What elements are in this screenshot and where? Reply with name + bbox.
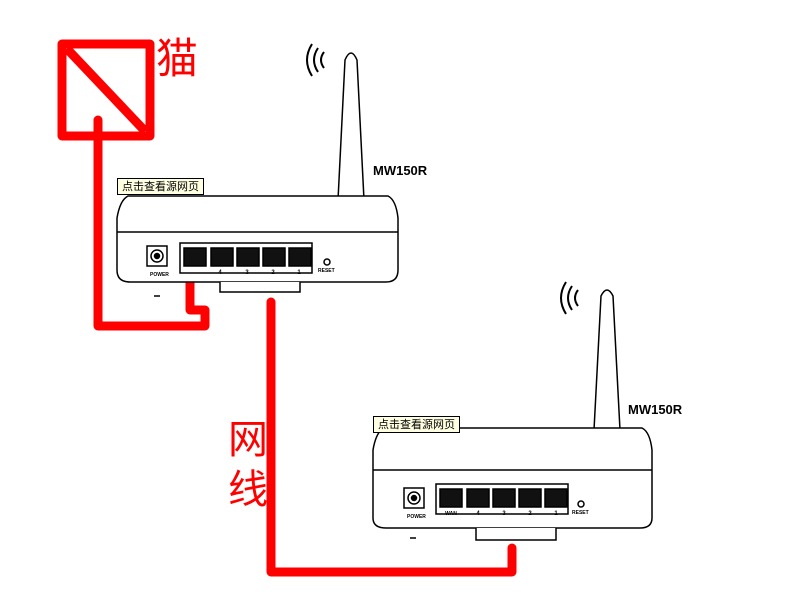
router-2-port-labels: 4 3 2 1 xyxy=(476,511,558,517)
modem-diagonal xyxy=(65,47,147,133)
modem-box xyxy=(57,39,155,141)
router-2-power-label: POWER xyxy=(407,514,426,520)
router-2-port-label: 2 xyxy=(528,511,532,517)
router-1-port-labels: 4 3 2 1 xyxy=(218,270,301,276)
router-1-port-label: 4 xyxy=(218,270,222,276)
router-2-port-label: 4 xyxy=(476,511,480,517)
modem-label: 猫 xyxy=(156,34,199,83)
wifi-waves-icon xyxy=(306,43,325,77)
wifi-waves-icon xyxy=(560,281,579,315)
router-1-port-label: 1 xyxy=(297,270,301,276)
router-1-reset-label: RESET xyxy=(318,268,335,274)
cable-label-char-2: 线 xyxy=(228,467,268,513)
router-1-model: MW150R xyxy=(373,163,428,178)
router-1-port-label: 3 xyxy=(245,270,249,276)
modem-cable xyxy=(93,115,210,331)
router-1-source-tooltip[interactable]: 点击查看源网页 xyxy=(117,178,204,195)
router-2-body xyxy=(372,427,653,541)
router-2-model: MW150R xyxy=(628,402,683,417)
cable-label-char-1: 网 xyxy=(228,417,268,463)
router-2-source-tooltip[interactable]: 点击查看源网页 xyxy=(373,416,460,433)
router-2-port-label: 1 xyxy=(554,511,558,517)
router-1-port-label: 2 xyxy=(271,270,275,276)
router-1-body xyxy=(116,195,399,293)
router-2-port-label: 3 xyxy=(502,511,506,517)
router-2-wan-label: WAN xyxy=(445,511,457,517)
network-cable xyxy=(266,297,517,577)
router-1-power-label: POWER xyxy=(150,272,169,278)
router-2-reset-label: RESET xyxy=(572,510,589,516)
